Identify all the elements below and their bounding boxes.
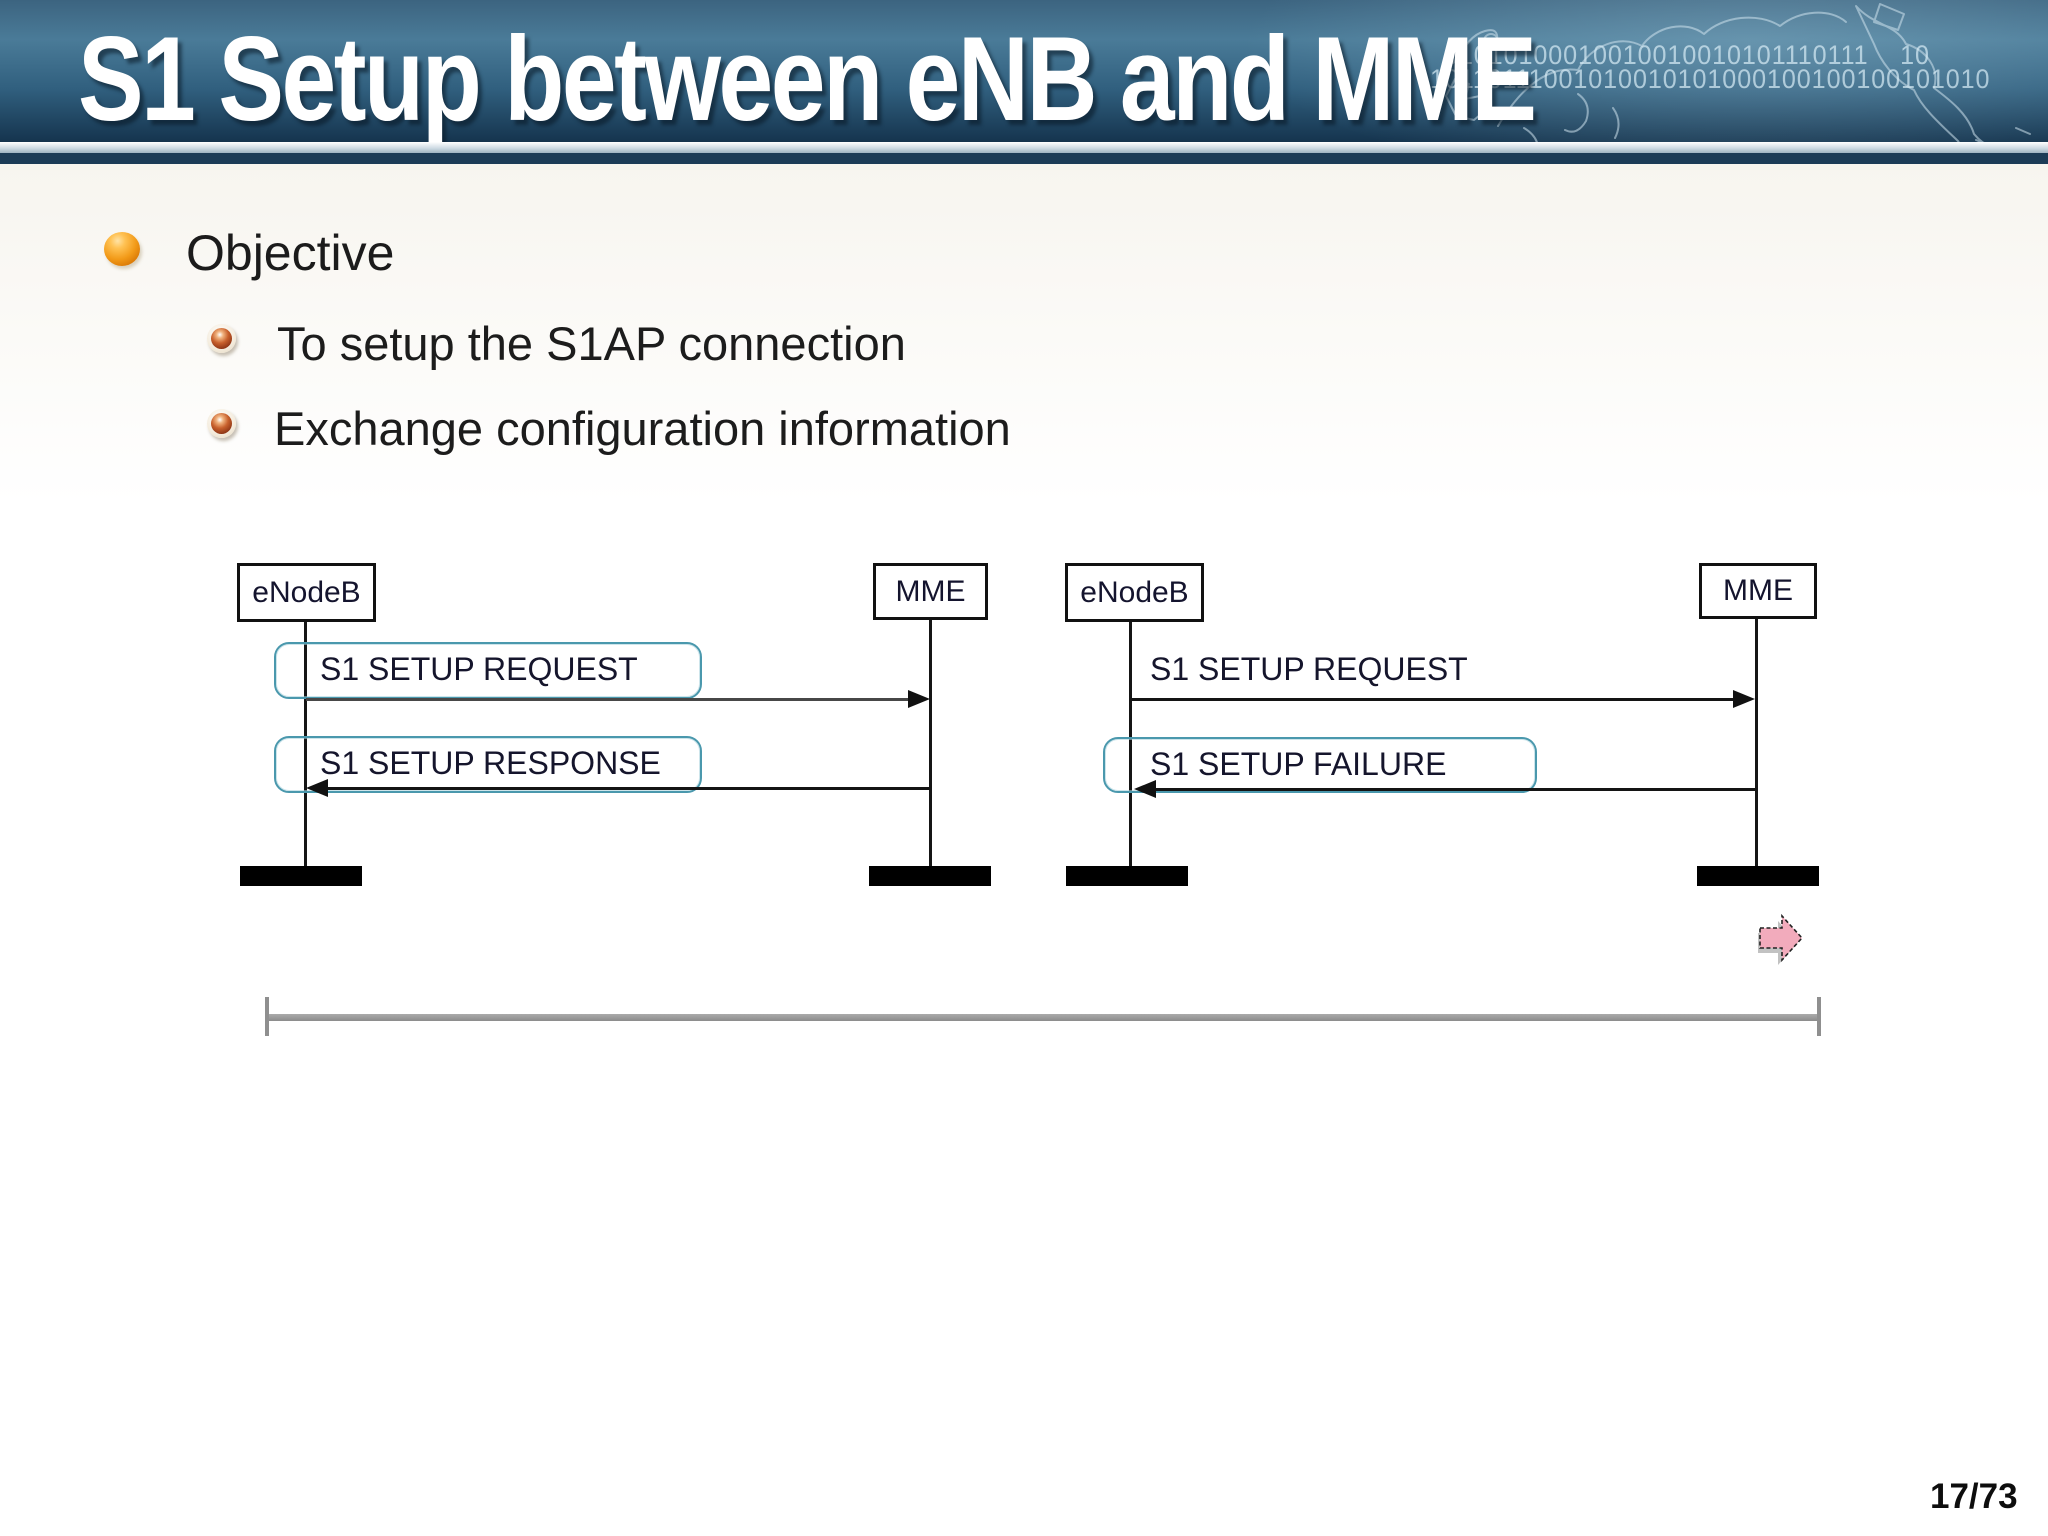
objective-item-1: To setup the S1AP connection [277, 317, 906, 370]
message-callout-box [274, 736, 702, 793]
message-arrow-failure [1140, 788, 1756, 791]
lifeline-end-bar [240, 866, 362, 886]
sub-bullet-core [211, 328, 232, 349]
header-divider-light [0, 142, 2048, 153]
lifeline-end-bar [869, 866, 991, 886]
message-arrow-request [306, 698, 912, 701]
message-label-failure: S1 SETUP FAILURE [1150, 746, 1447, 782]
forward-arrow-icon [1758, 913, 1804, 965]
sub-bullet-core [211, 413, 232, 434]
header-divider-dark [0, 153, 2048, 164]
page-number: 17/73 [1930, 1477, 2018, 1516]
binary-digits-row1: 01010100010010010010101110111 10 [1444, 40, 1930, 70]
message-label-request: S1 SETUP REQUEST [320, 651, 638, 687]
lifeline-end-bar [1697, 866, 1819, 886]
timeline-end-cap [265, 997, 269, 1036]
message-arrow-response [312, 787, 930, 790]
slide-title: S1 Setup between eNB and MME [78, 12, 1537, 142]
objective-item-2: Exchange configuration information [274, 402, 1011, 455]
objective-heading: Objective [186, 225, 395, 281]
message-arrow-request [1132, 698, 1733, 701]
arrowhead-right-icon [1733, 690, 1755, 708]
sub-bullet-icon [207, 409, 236, 438]
actor-box-mme: MME [873, 563, 988, 620]
header-glow [1200, 0, 2048, 142]
actor-box-mme: MME [1699, 563, 1817, 619]
lifeline-end-bar [1066, 866, 1188, 886]
world-map-graphic [1445, 3, 2031, 142]
arrowhead-right-icon [908, 690, 930, 708]
lifeline-mme [1755, 619, 1758, 866]
bullet-icon [104, 232, 140, 266]
message-callout-box [1103, 737, 1537, 793]
content-background-tint [0, 164, 2048, 504]
sub-bullet-icon [207, 324, 236, 353]
message-label-response: S1 SETUP RESPONSE [320, 745, 661, 781]
actor-box-enodeb: eNodeB [237, 563, 376, 622]
message-label-request: S1 SETUP REQUEST [1150, 651, 1468, 687]
timeline-end-cap [1817, 997, 1821, 1036]
lifeline-mme [929, 620, 932, 866]
arrowhead-left-icon [1134, 780, 1156, 798]
slide-header: 01010100010010010010101110111 10 1011011… [0, 0, 2048, 142]
binary-digits-row2: 10110111001010010101000100100100101010 [1430, 64, 1991, 94]
timeline-bar [267, 1014, 1820, 1021]
lifeline-enodeb [304, 622, 307, 866]
actor-box-enodeb: eNodeB [1065, 563, 1204, 622]
arrowhead-left-icon [306, 779, 328, 797]
lifeline-enodeb [1129, 622, 1132, 866]
